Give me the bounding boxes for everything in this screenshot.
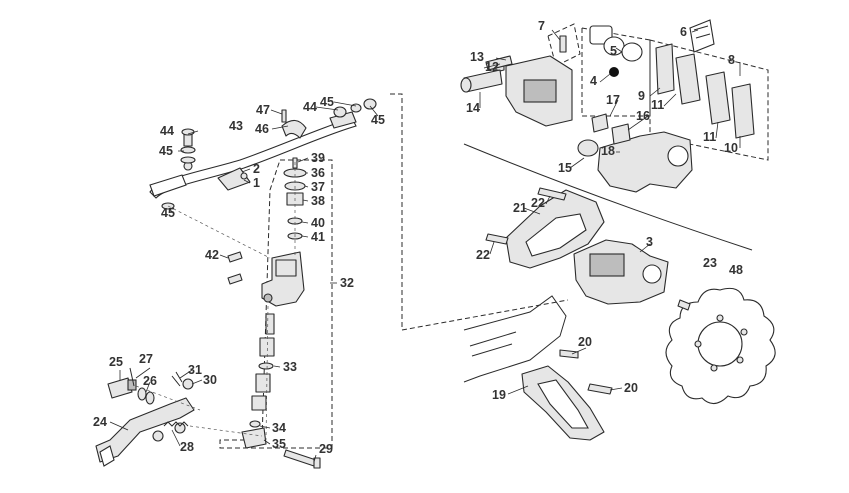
callout-4: 4 [590, 74, 597, 88]
callout-18: 18 [601, 144, 615, 158]
callout-14: 14 [466, 101, 480, 115]
callout-13: 13 [470, 50, 484, 64]
callout-22-upper: 22 [531, 196, 545, 210]
hose-guide-46-47 [281, 98, 377, 139]
master-cylinder-body [227, 251, 305, 307]
callout-labels: 1 2 3 4 5 6 7 8 9 10 11 11 12 13 14 15 1… [93, 19, 743, 456]
callout-19: 19 [492, 388, 506, 402]
callout-45-left-lower: 45 [161, 206, 175, 220]
callout-5: 5 [610, 44, 617, 58]
brake-pedal-24 [95, 397, 195, 467]
callout-1: 1 [253, 176, 260, 190]
pad-spring-6 [689, 19, 715, 53]
callout-34: 34 [272, 421, 286, 435]
bracket-16-18 [577, 113, 693, 193]
callout-46: 46 [255, 122, 269, 136]
center-line-cyl [265, 162, 296, 441]
callout-35: 35 [272, 437, 286, 451]
callout-41: 41 [311, 230, 325, 244]
callout-38: 38 [311, 194, 325, 208]
callout-44-left: 44 [160, 124, 174, 138]
callout-12: 12 [485, 60, 499, 74]
spring-28 [163, 421, 189, 427]
spring-pin-30-31 [171, 371, 194, 390]
brake-hose-43 [149, 111, 357, 199]
callout-45-right-lower: 45 [371, 113, 385, 127]
hose-clamp-1-2 [217, 167, 251, 191]
callout-9: 9 [638, 89, 645, 103]
bolts-20 [559, 349, 613, 395]
callout-43: 43 [229, 119, 243, 133]
brake-pads-10-11 [655, 43, 755, 139]
swingarm-outline [463, 295, 567, 383]
callout-20-upper: 20 [578, 335, 592, 349]
callout-44-right: 44 [303, 100, 317, 114]
callout-24: 24 [93, 415, 107, 429]
bleeder-box-7 [547, 23, 581, 67]
banjo-bolt-44-left [161, 128, 196, 210]
caliper-body-upper [495, 55, 573, 127]
callout-27: 27 [139, 352, 153, 366]
callout-26: 26 [143, 374, 157, 388]
slide-pin-13-14 [460, 55, 513, 93]
callout-39: 39 [311, 151, 325, 165]
detail-separator-curve [463, 143, 753, 251]
pad-kit-box-8 [649, 39, 769, 161]
bolt-12 [559, 35, 567, 53]
callout-47: 47 [256, 103, 270, 117]
callout-11-upper: 11 [651, 98, 664, 112]
piston-kit-33 [241, 313, 275, 449]
bolt-29 [283, 449, 321, 469]
callout-37: 37 [311, 180, 325, 194]
master-cylinder-group-box [219, 159, 333, 449]
bolt-22 [485, 187, 567, 245]
callout-16: 16 [636, 109, 650, 123]
callout-29: 29 [319, 442, 333, 456]
brake-disc-48 [665, 287, 776, 405]
callout-15: 15 [558, 161, 572, 175]
callout-23: 23 [703, 256, 717, 270]
callout-6: 6 [680, 25, 687, 39]
callout-10: 10 [724, 141, 738, 155]
callout-21: 21 [513, 201, 527, 215]
pivot-bolt-25-27 [107, 367, 155, 405]
callout-25: 25 [109, 355, 123, 369]
callout-20-lower: 20 [624, 381, 638, 395]
callout-8: 8 [728, 53, 735, 67]
callout-33: 33 [283, 360, 297, 374]
callout-7: 7 [538, 19, 545, 33]
callout-11-lower: 11 [703, 130, 716, 144]
callout-2: 2 [253, 162, 260, 176]
center-line-pedal [135, 385, 263, 437]
callout-31: 31 [188, 363, 202, 377]
callout-36: 36 [311, 166, 325, 180]
callout-30: 30 [203, 373, 217, 387]
callout-45-left-upper: 45 [159, 144, 173, 158]
center-line-hose [167, 205, 271, 259]
callout-48: 48 [729, 263, 743, 277]
link-line-upper [390, 93, 403, 330]
callout-45-right-upper: 45 [320, 95, 334, 109]
callout-32: 32 [340, 276, 354, 290]
caliper-assembly-3 [573, 239, 669, 305]
link-line-lower [401, 299, 569, 331]
callout-22-lower: 22 [476, 248, 490, 262]
leader-lines [109, 29, 741, 463]
callout-40: 40 [311, 216, 325, 230]
callout-28: 28 [180, 440, 194, 454]
chain-guide-19 [521, 365, 605, 441]
callout-3: 3 [646, 235, 653, 249]
bleeder-cap [609, 67, 619, 77]
callout-42: 42 [205, 248, 219, 262]
